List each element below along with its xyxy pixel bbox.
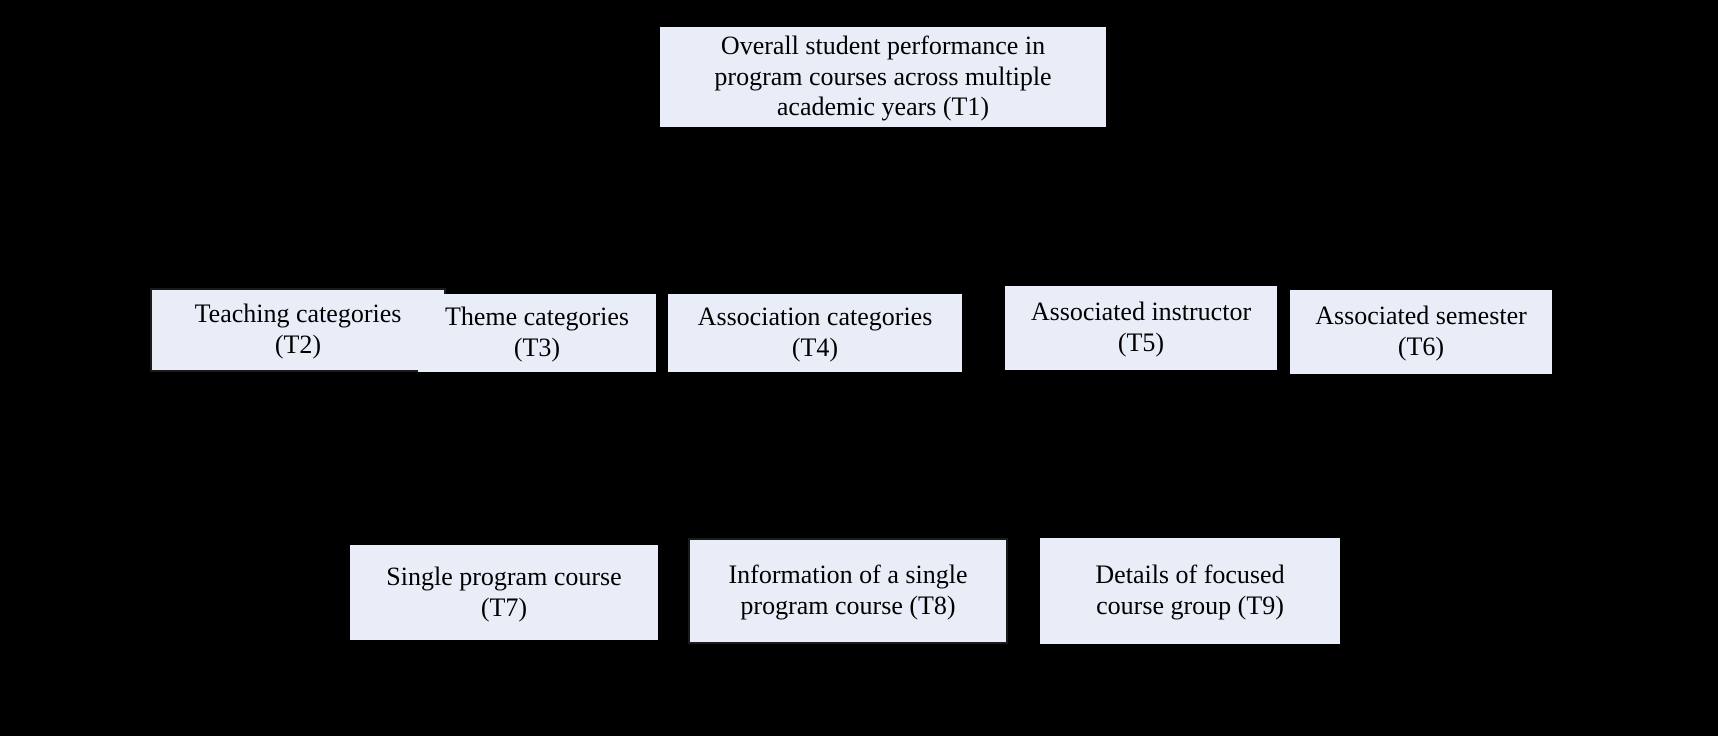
node-t3[interactable]: Theme categories (T3)	[418, 294, 656, 372]
node-t1[interactable]: Overall student performance in program c…	[660, 27, 1106, 127]
node-t2[interactable]: Teaching categories (T2)	[150, 288, 446, 372]
node-label-t3: Theme categories (T3)	[444, 302, 630, 362]
node-t7[interactable]: Single program course (T7)	[350, 545, 658, 640]
node-label-t8: Information of a single program course (…	[728, 560, 968, 620]
node-t9[interactable]: Details of focused course group (T9)	[1040, 538, 1340, 644]
node-label-t9: Details of focused course group (T9)	[1095, 560, 1285, 620]
node-label-t7: Single program course (T7)	[386, 561, 622, 622]
node-t6[interactable]: Associated semester (T6)	[1290, 290, 1552, 374]
node-label-t4: Association categories (T4)	[697, 302, 933, 362]
node-label-t5: Associated instructor (T5)	[1030, 297, 1252, 357]
node-t4[interactable]: Association categories (T4)	[668, 294, 962, 372]
node-label-t1: Overall student performance in program c…	[714, 30, 1052, 122]
node-label-t6: Associated semester (T6)	[1315, 301, 1527, 361]
node-t5[interactable]: Associated instructor (T5)	[1005, 286, 1277, 370]
node-t8[interactable]: Information of a single program course (…	[688, 538, 1008, 644]
node-label-t2: Teaching categories (T2)	[194, 299, 402, 359]
